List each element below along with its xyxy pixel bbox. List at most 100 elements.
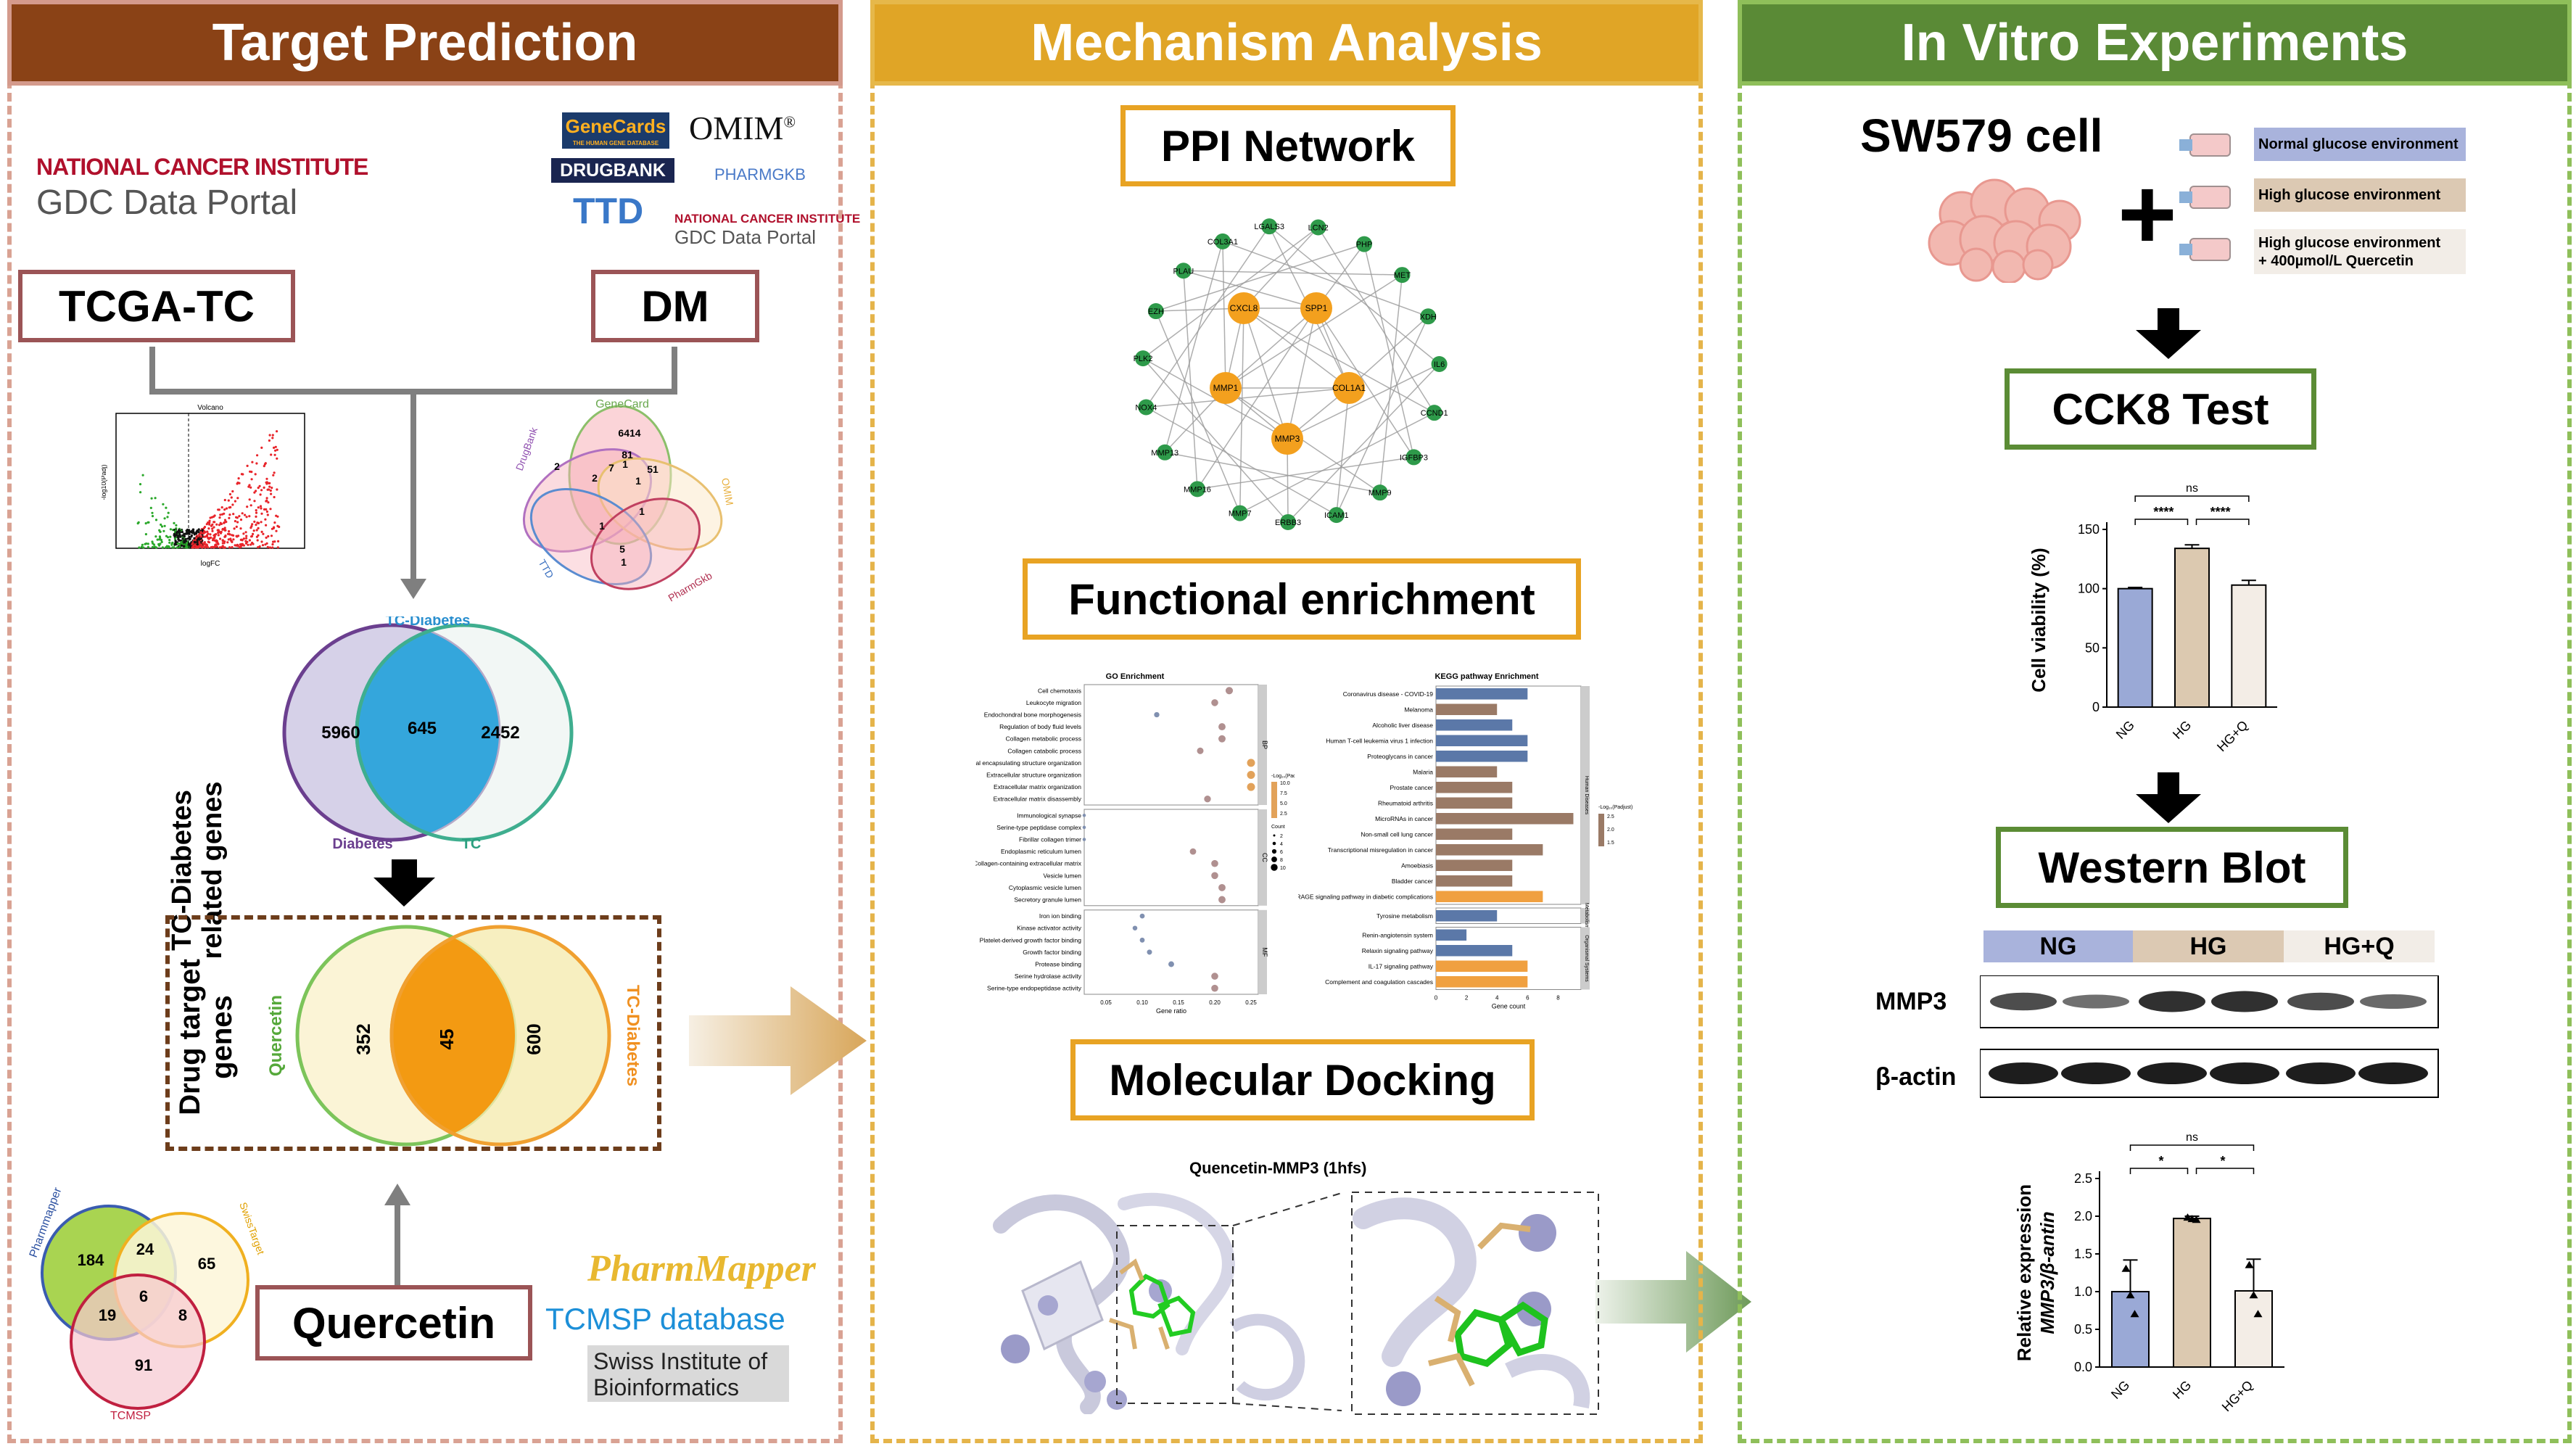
volcano-point <box>183 534 186 537</box>
volcano-point <box>266 488 269 491</box>
drugbank-logo: DRUGBANK <box>551 158 674 183</box>
volcano-point <box>228 513 231 516</box>
flower-count: 1 <box>635 475 641 487</box>
ppi-hub-node <box>1333 372 1365 404</box>
volcano-point <box>236 521 239 524</box>
ppi-node-label: MMP9 <box>1368 489 1392 498</box>
volcano-point <box>151 515 154 518</box>
flower-count: 2 <box>592 472 598 484</box>
blot-band-mmp3 <box>2063 994 2129 1009</box>
volcano-point <box>211 545 214 548</box>
go-term-label: Endochondral bone morphogenesis <box>984 711 1081 719</box>
ppi-node-label: CCND1 <box>1421 409 1448 418</box>
volcano-point <box>257 521 260 524</box>
volcano-point <box>202 542 205 545</box>
ppi-edge <box>1243 307 1435 413</box>
venn-tc-diabetes: TC-Diabetes 5960 645 2452 Diabetes TC <box>282 616 574 852</box>
volcano-point <box>154 535 157 538</box>
quercetin-box: Quercetin <box>255 1285 532 1361</box>
ppi-edge <box>1197 456 1414 490</box>
ppi-node <box>1371 484 1388 501</box>
flower-count: 1 <box>621 556 627 568</box>
ppi-node-label: LCN2 <box>1308 223 1329 232</box>
volcano-point <box>208 519 211 522</box>
volcano-point <box>191 542 194 545</box>
volcano-point <box>265 482 268 485</box>
volcano-point <box>270 453 273 456</box>
volcano-point <box>217 542 220 545</box>
volcano-point <box>173 532 176 535</box>
go-dot <box>1168 961 1174 967</box>
go-term-label: Collagen-containing extracellular matrix <box>975 860 1082 867</box>
kegg-term-label: Transcriptional misregulation in cancer <box>1328 846 1433 854</box>
kegg-term-label: Non-small cell lung cancer <box>1361 830 1433 838</box>
ppi-edge <box>1142 226 1319 359</box>
ppi-hub-node <box>1228 292 1260 324</box>
flower-count: 2 <box>554 461 560 472</box>
wb-ylabel-line2: MMP3/β-antin <box>2036 1211 2058 1334</box>
sig-label: * <box>2158 1154 2163 1168</box>
volcano-point <box>242 544 245 547</box>
go-xtick: 0.25 <box>1245 999 1257 1006</box>
volcano-point <box>165 506 168 509</box>
ppi-hub-label: SPP1 <box>1305 303 1328 313</box>
volcano-point <box>239 545 242 548</box>
blot-band-actin <box>2061 1062 2131 1084</box>
kegg-term-label: Bladder cancer <box>1392 878 1433 885</box>
venn2-right-label: TC-Diabetes <box>623 985 643 1086</box>
volcano-point <box>275 529 278 532</box>
volcano-point <box>264 518 267 521</box>
ppi-edge <box>1243 307 1288 439</box>
venn3-value: 91 <box>135 1356 152 1374</box>
ppi-node <box>1280 513 1297 530</box>
volcano-point <box>249 504 252 507</box>
volcano-point <box>158 535 161 538</box>
go-term-label: Extracellular structure organization <box>986 772 1081 779</box>
kegg-legend-value: 2.0 <box>1607 827 1614 833</box>
volcano-point <box>276 515 279 518</box>
bar <box>2231 584 2267 708</box>
kegg-legend-colorbar <box>1598 814 1604 846</box>
x-tick-label: HG <box>2170 718 2194 742</box>
volcano-point <box>141 474 144 476</box>
wb-group-ng: NG <box>1983 930 2133 962</box>
go-legend-count-dot <box>1271 856 1277 862</box>
go-xtick: 0.10 <box>1136 999 1148 1006</box>
cell-cluster-illustration <box>1928 178 2081 283</box>
flask-icons <box>2179 133 2231 261</box>
go-dot <box>1247 759 1255 767</box>
go-term-label: Collagen metabolic process <box>1006 735 1081 743</box>
go-xtick: 0.20 <box>1209 999 1221 1006</box>
go-legend-value: 7.5 <box>1280 791 1287 796</box>
blot-band-actin <box>2137 1062 2207 1084</box>
go-term-label: Immunological synapse <box>1017 812 1081 819</box>
volcano-point <box>252 529 255 532</box>
volcano-point <box>203 531 206 534</box>
volcano-point <box>228 516 231 519</box>
ppi-edge <box>1316 307 1415 458</box>
volcano-point <box>257 546 260 549</box>
ppi-edge <box>1225 307 1317 389</box>
volcano-point <box>215 543 218 546</box>
volcano-point <box>229 505 232 509</box>
flower-label-omim: OMIM <box>719 477 735 506</box>
sig-bracket <box>2134 519 2189 525</box>
tcmsp-database-logo: TCMSP database <box>545 1302 785 1336</box>
ppi-node-label: NOX4 <box>1135 403 1157 412</box>
volcano-point <box>223 508 226 511</box>
y-tick-label: 1.0 <box>2074 1284 2092 1299</box>
plus-sign: + <box>2118 157 2177 271</box>
volcano-point <box>227 499 230 502</box>
volcano-point <box>265 524 268 527</box>
kegg-bar <box>1436 797 1513 809</box>
volcano-point <box>167 536 170 539</box>
x-tick-label: HG+Q <box>2214 718 2251 755</box>
volcano-title: Volcano <box>197 404 223 412</box>
drug-target-genes-label: Drug target genes <box>174 959 238 1115</box>
volcano-point <box>221 539 224 542</box>
kegg-xtick: 8 <box>1556 995 1560 1002</box>
volcano-point <box>198 533 201 536</box>
nci-logo-line2: GDC Data Portal <box>36 183 298 222</box>
flower-count: 51 <box>647 463 659 475</box>
